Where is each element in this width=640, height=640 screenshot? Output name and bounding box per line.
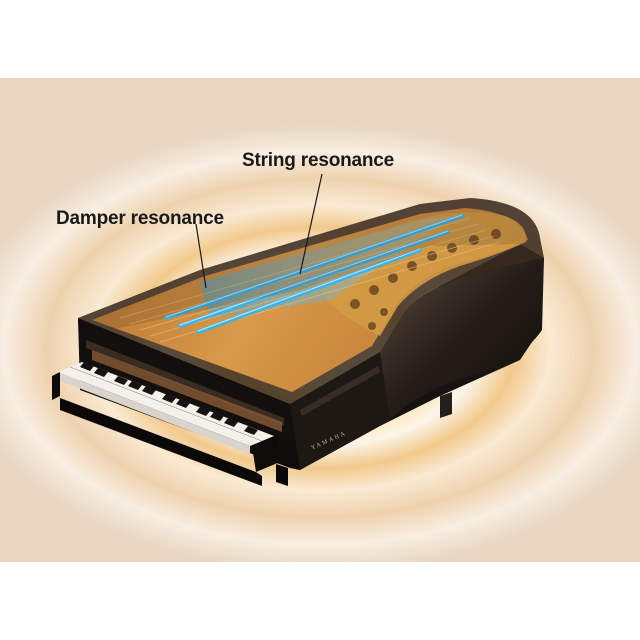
string-resonance-leader [299, 173, 323, 275]
damper-resonance-label: Damper resonance [56, 208, 224, 229]
damper-resonance-leader [195, 223, 207, 289]
grand-piano [52, 198, 544, 486]
resonance-background [0, 78, 640, 562]
string-resonance-label: String resonance [242, 150, 395, 171]
